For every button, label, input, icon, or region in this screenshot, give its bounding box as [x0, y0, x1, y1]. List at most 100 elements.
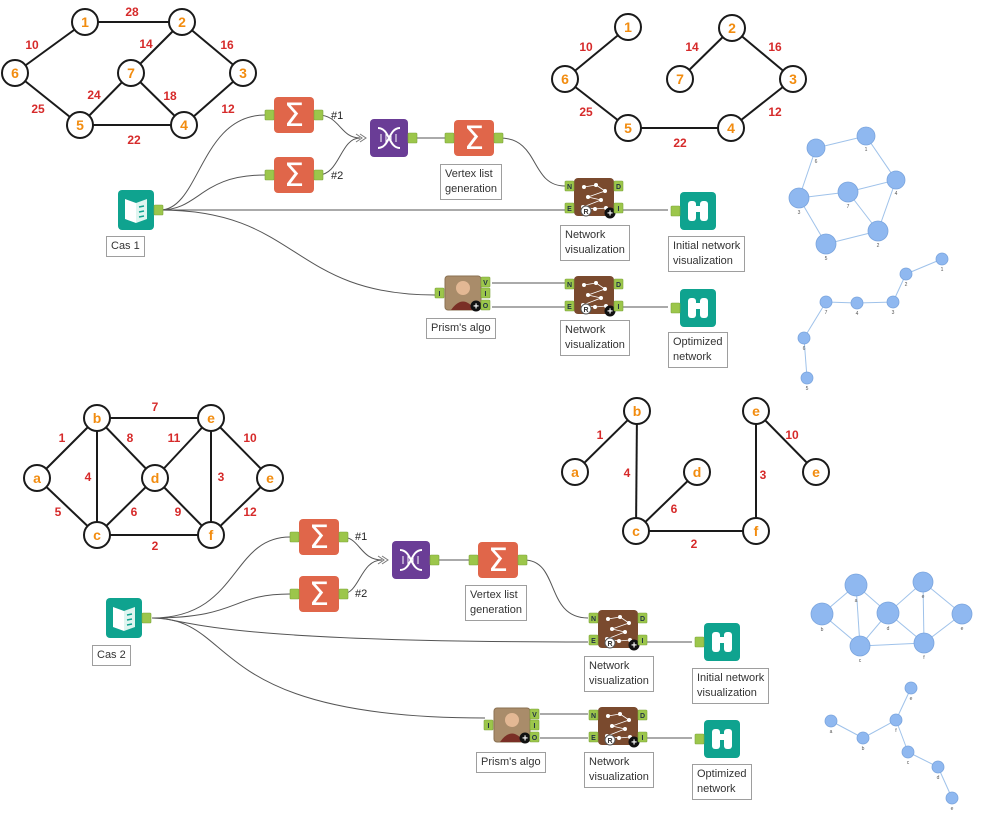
cas1-net-tool-1-out-data-anchor-shape[interactable]	[613, 180, 624, 192]
cas2-net-tool-2[interactable]: R+	[598, 707, 640, 749]
cas1-sum-tool-2-body[interactable]	[274, 157, 314, 193]
cas1-prim-tool-in-anchor[interactable]: I	[434, 287, 445, 299]
cas2-input-tool-out-anchor[interactable]	[141, 612, 152, 624]
cas2-net-tool-1-out-interactive-anchor[interactable]: I	[637, 634, 648, 646]
cas1-net-tool-1-in-nodes-anchor[interactable]: N	[564, 180, 575, 192]
cas1-net-tool-2[interactable]: R+	[574, 276, 616, 318]
cas1-sum-tool-1[interactable]: Σ	[274, 96, 314, 134]
cas1-vertex-sum-tool[interactable]: Σ	[454, 119, 494, 157]
cas1-dna-tool-out-anchor[interactable]	[407, 132, 418, 144]
cas2-prim-tool[interactable]: +	[493, 707, 531, 745]
cas1-prim-tool-out-o-anchor-shape[interactable]	[480, 299, 491, 311]
cas1-sum-tool-2-in-anchor-shape[interactable]	[264, 169, 275, 181]
cas2-prim-tool-out-o-anchor-shape[interactable]	[529, 731, 540, 743]
cas1-browse-tool-2-in-anchor-shape[interactable]	[670, 302, 681, 314]
cas1-net-tool-2-in-edges-anchor[interactable]: E	[564, 300, 575, 312]
cas2-sum-tool-2-out-anchor[interactable]	[338, 588, 349, 600]
cas1-browse-tool-2[interactable]	[680, 289, 716, 327]
cas1-prim-tool-out-i-anchor[interactable]: I	[480, 287, 491, 299]
cas1-prim-tool-out-i-anchor-shape[interactable]	[480, 287, 491, 299]
cas1-net-tool-2-in-nodes-anchor[interactable]: N	[564, 278, 575, 290]
cas2-net-tool-2-in-nodes-anchor[interactable]: N	[588, 709, 599, 721]
cas2-vertex-sum-tool-body[interactable]	[478, 542, 518, 578]
cas1-sum-tool-1-out-anchor[interactable]	[313, 109, 324, 121]
cas2-vertex-sum-tool-in-anchor-shape[interactable]	[468, 554, 479, 566]
cas2-prim-tool-out-o-anchor[interactable]: O	[529, 731, 540, 743]
cas1-sum-tool-2-in-anchor[interactable]	[264, 169, 275, 181]
cas2-vertex-sum-tool-out-anchor-shape[interactable]	[517, 554, 528, 566]
cas1-net-tool-1-in-nodes-anchor-shape[interactable]	[564, 180, 575, 192]
cas1-net-tool-2-out-data-anchor-shape[interactable]	[613, 278, 624, 290]
cas2-sum-tool-2-out-anchor-shape[interactable]	[338, 588, 349, 600]
cas2-net-tool-1-out-data-anchor[interactable]: D	[637, 612, 648, 624]
cas2-browse-tool-1-in-anchor-shape[interactable]	[694, 636, 705, 648]
cas2-dna-tool[interactable]	[377, 541, 430, 579]
cas1-dna-tool[interactable]	[355, 119, 408, 157]
cas1-prim-tool-out-o-anchor[interactable]: O	[480, 299, 491, 311]
cas2-dna-tool-out-anchor-shape[interactable]	[429, 554, 440, 566]
cas1-vertex-sum-tool-in-anchor-shape[interactable]	[444, 132, 455, 144]
cas2-net-tool-2-out-interactive-anchor[interactable]: I	[637, 731, 648, 743]
cas1-vertex-sum-tool-out-anchor[interactable]	[493, 132, 504, 144]
cas2-browse-tool-1[interactable]	[704, 623, 740, 661]
cas2-sum-tool-1[interactable]: Σ	[299, 518, 339, 556]
cas1-sum-tool-1-body[interactable]	[274, 97, 314, 133]
cas2-sum-tool-1-out-anchor-shape[interactable]	[338, 531, 349, 543]
cas2-net-tool-1-in-edges-anchor[interactable]: E	[588, 634, 599, 646]
cas1-sum-tool-2[interactable]: Σ	[274, 156, 314, 194]
cas2-net-tool-1-in-nodes-anchor-shape[interactable]	[588, 612, 599, 624]
cas1-net-tool-2-out-interactive-anchor-shape[interactable]	[613, 300, 624, 312]
cas2-vertex-sum-tool-in-anchor[interactable]	[468, 554, 479, 566]
cas2-browse-tool-2-in-anchor-shape[interactable]	[694, 733, 705, 745]
cas1-net-tool-1-out-interactive-anchor-shape[interactable]	[613, 202, 624, 214]
cas2-net-tool-2-out-data-anchor-shape[interactable]	[637, 709, 648, 721]
cas2-sum-tool-1-in-anchor-shape[interactable]	[289, 531, 300, 543]
cas2-net-tool-1-out-data-anchor-shape[interactable]	[637, 612, 648, 624]
cas1-prim-tool-in-anchor-shape[interactable]	[434, 287, 445, 299]
cas2-sum-tool-2-in-anchor[interactable]	[289, 588, 300, 600]
cas1-sum-tool-2-out-anchor[interactable]	[313, 169, 324, 181]
cas2-net-tool-2-out-data-anchor[interactable]: D	[637, 709, 648, 721]
cas2-prim-tool-out-i-anchor[interactable]: I	[529, 719, 540, 731]
cas2-prim-tool-out-i-anchor-shape[interactable]	[529, 719, 540, 731]
cas2-dna-tool-out-anchor[interactable]	[429, 554, 440, 566]
cas1-browse-tool-1-in-anchor[interactable]	[670, 205, 681, 217]
cas2-net-tool-1-in-edges-anchor-shape[interactable]	[588, 634, 599, 646]
cas1-vertex-sum-tool-in-anchor[interactable]	[444, 132, 455, 144]
cas1-sum-tool-1-out-anchor-shape[interactable]	[313, 109, 324, 121]
cas2-prim-tool-out-v-anchor[interactable]: V	[529, 708, 540, 720]
cas1-input-tool[interactable]	[118, 190, 154, 230]
cas1-input-tool-out-anchor-shape[interactable]	[153, 204, 164, 216]
cas2-net-tool-1-in-nodes-anchor[interactable]: N	[588, 612, 599, 624]
cas1-sum-tool-2-out-anchor-shape[interactable]	[313, 169, 324, 181]
cas2-browse-tool-1-in-anchor[interactable]	[694, 636, 705, 648]
cas2-vertex-sum-tool[interactable]: Σ	[478, 541, 518, 579]
cas1-net-tool-1-out-interactive-anchor[interactable]: I	[613, 202, 624, 214]
cas2-prim-tool-in-anchor[interactable]: I	[483, 719, 494, 731]
cas1-sum-tool-1-in-anchor-shape[interactable]	[264, 109, 275, 121]
cas2-browse-tool-2-in-anchor[interactable]	[694, 733, 705, 745]
cas2-sum-tool-1-out-anchor[interactable]	[338, 531, 349, 543]
cas1-browse-tool-2-in-anchor[interactable]	[670, 302, 681, 314]
cas2-sum-tool-1-body[interactable]	[299, 519, 339, 555]
cas2-net-tool-1[interactable]: R+	[598, 610, 640, 652]
cas2-input-tool-out-anchor-shape[interactable]	[141, 612, 152, 624]
cas1-vertex-sum-tool-body[interactable]	[454, 120, 494, 156]
cas2-vertex-sum-tool-out-anchor[interactable]	[517, 554, 528, 566]
cas2-net-tool-2-in-edges-anchor[interactable]: E	[588, 731, 599, 743]
cas1-sum-tool-1-in-anchor[interactable]	[264, 109, 275, 121]
cas2-sum-tool-2-body[interactable]	[299, 576, 339, 612]
cas1-input-tool-out-anchor[interactable]	[153, 204, 164, 216]
cas2-sum-tool-2[interactable]: Σ	[299, 575, 339, 613]
cas2-sum-tool-2-in-anchor-shape[interactable]	[289, 588, 300, 600]
cas1-browse-tool-1[interactable]	[680, 192, 716, 230]
cas1-dna-tool-out-anchor-shape[interactable]	[407, 132, 418, 144]
cas1-net-tool-2-in-nodes-anchor-shape[interactable]	[564, 278, 575, 290]
cas2-browse-tool-2[interactable]	[704, 720, 740, 758]
cas1-net-tool-2-out-data-anchor[interactable]: D	[613, 278, 624, 290]
cas2-net-tool-2-in-edges-anchor-shape[interactable]	[588, 731, 599, 743]
cas1-browse-tool-1-in-anchor-shape[interactable]	[670, 205, 681, 217]
cas1-net-tool-1-in-edges-anchor[interactable]: E	[564, 202, 575, 214]
cas2-prim-tool-in-anchor-shape[interactable]	[483, 719, 494, 731]
cas2-input-tool[interactable]	[106, 598, 142, 638]
